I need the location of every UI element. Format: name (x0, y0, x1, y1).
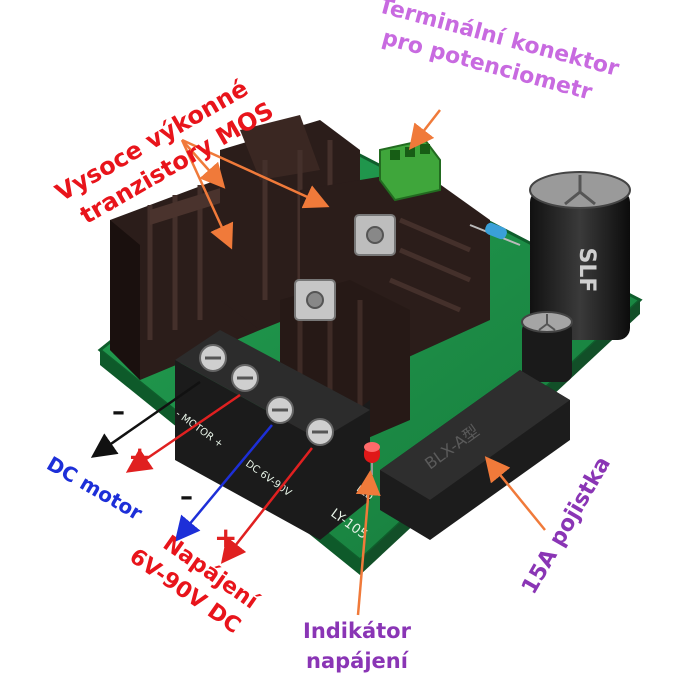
motor-minus-wire (90, 380, 201, 458)
indicator-label: Indikátor napájení (303, 619, 412, 673)
capacitor-large: SLF (529, 171, 631, 340)
potentiometer-terminal (379, 138, 441, 202)
fuse-label: 15A pojistka (517, 452, 616, 598)
capacitor-small (521, 311, 573, 382)
motor-plus-wire (125, 393, 241, 473)
motor-minus-sign: – (112, 397, 125, 427)
mosfet-screw-1 (366, 226, 384, 244)
capacitor-brand: SLF (574, 248, 599, 293)
fuse-arrow (484, 456, 546, 531)
mos-arrow-3 (181, 138, 330, 209)
power-plus-wire (220, 447, 313, 564)
motor-plus-sign: + (128, 440, 151, 473)
fuse-label-text: 15A pojistka (517, 452, 616, 598)
resistor (469, 222, 521, 246)
mos-arrow-1 (181, 139, 226, 189)
terminal-label: Terminální konektor pro potenciometr (375, 0, 621, 106)
mosfet-screw-2 (306, 291, 324, 309)
power-plus-sign: + (214, 521, 237, 554)
power-minus-wire (174, 424, 273, 542)
fuse-holder: BLX-A型 (380, 370, 570, 540)
indicator-label-line1: Indikátor (303, 619, 412, 643)
indicator-arrow (355, 470, 381, 616)
power-minus-sign: – (180, 482, 193, 512)
terminal-arrow (408, 109, 441, 150)
mos-arrow-2 (180, 139, 234, 250)
indicator-label-line2: napájení (306, 649, 410, 673)
